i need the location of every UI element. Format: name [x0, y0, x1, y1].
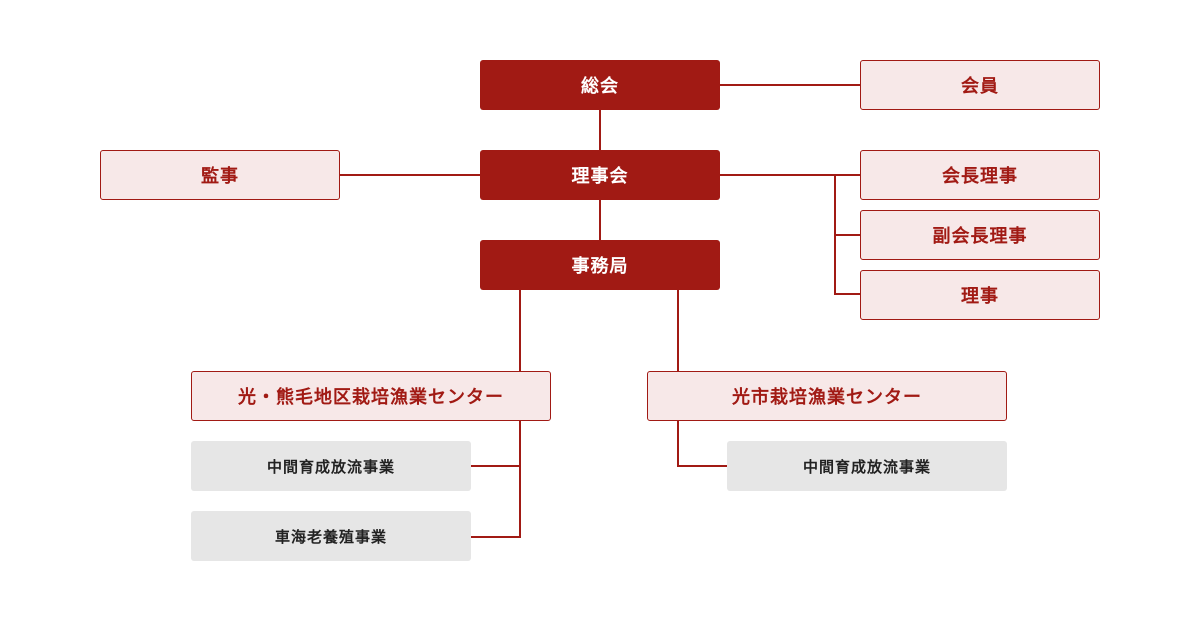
connector-center-b-vertical: [677, 421, 679, 467]
center-a-project-box: 中間育成放流事業: [191, 441, 471, 491]
connector-secretariat-center-b: [677, 290, 679, 371]
center-a-project-box: 車海老養殖事業: [191, 511, 471, 561]
connector-center-b-project-1: [677, 465, 727, 467]
connector-center-a-project-1: [471, 465, 521, 467]
connector-auditor-board: [340, 174, 480, 176]
connector-center-a-projects: [519, 421, 521, 538]
center-b-box: 光市栽培漁業センター: [647, 371, 1007, 421]
members-box: 会員: [860, 60, 1100, 110]
secretariat-box: 事務局: [480, 240, 720, 290]
director-box: 理事: [860, 270, 1100, 320]
connector-secretariat-center-a: [519, 290, 521, 371]
connector-board-directors: [720, 174, 860, 176]
connector-assembly-board: [599, 110, 601, 150]
connector-board-secretariat: [599, 200, 601, 240]
connector-director: [834, 293, 860, 295]
connector-center-a-project-2: [471, 536, 521, 538]
chairman-box: 会長理事: [860, 150, 1100, 200]
connector-vice-chairman: [834, 234, 860, 236]
center-b-project-box: 中間育成放流事業: [727, 441, 1007, 491]
connector-assembly-members: [720, 84, 860, 86]
general-assembly-box: 総会: [480, 60, 720, 110]
vice-chairman-box: 副会長理事: [860, 210, 1100, 260]
board-box: 理事会: [480, 150, 720, 200]
auditor-box: 監事: [100, 150, 340, 200]
center-a-box: 光・熊毛地区栽培漁業センター: [191, 371, 551, 421]
